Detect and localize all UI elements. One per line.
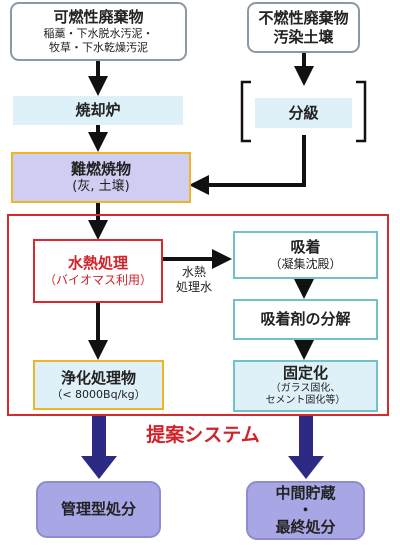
adsorption-box: 吸着 （凝集沈殿） (233, 231, 378, 279)
hydrothermal-title: 水熱処理 (67, 254, 128, 273)
solidification-line2: セメント固化等） (265, 395, 346, 407)
hydrothermal-sub: （バイオマス利用） (43, 272, 152, 287)
residue-title: 難燃焼物 (70, 160, 131, 178)
adsorbent-decomp-title: 吸着剤の分解 (260, 310, 351, 329)
combustible-waste-line1: 稲藁・下水脱水汚泥・ (43, 27, 154, 41)
adsorption-title: 吸着 (290, 238, 321, 257)
hydro-water-label: 水熱 処理水 (165, 265, 223, 295)
purified-sub: （< 8000Bq/kg） (51, 387, 146, 401)
combustible-waste-box: 可燃性廃棄物 稲藁・下水脱水汚泥・ 牧草・下水乾燥汚泥 (10, 2, 187, 61)
purified-title: 浄化処理物 (60, 368, 136, 387)
classification-box: 分級 (255, 98, 352, 128)
contaminated-soil-label: 汚染土壌 (273, 27, 334, 46)
interim-storage-line3: 最終処分 (275, 518, 336, 537)
hydro-water-line1: 水熱 (181, 265, 206, 279)
interim-storage-line2: ・ (297, 500, 313, 519)
combustible-waste-line2: 牧草・下水乾燥汚泥 (49, 40, 148, 54)
proposed-system-label: 提案システム (128, 424, 278, 448)
interim-storage-box: 中間貯蔵 ・ 最終処分 (246, 481, 365, 540)
navy-arrow-right (288, 416, 324, 479)
navy-arrow-left (81, 416, 117, 479)
managed-disposal-title: 管理型処分 (60, 500, 136, 519)
hydrothermal-box: 水熱処理 （バイオマス利用） (33, 239, 163, 303)
combustible-waste-title: 可燃性廃棄物 (53, 8, 144, 27)
arrow-classification-to-residue (189, 135, 306, 195)
residue-box: 難燃焼物 (灰, 土壌) (11, 152, 191, 203)
noncombustible-waste-title: 不燃性廃棄物 (258, 8, 349, 27)
noncombustible-waste-box: 不燃性廃棄物 汚染土壌 (247, 2, 360, 53)
incinerator-box: 焼却炉 (13, 96, 183, 125)
right-bracket (356, 80, 367, 143)
adsorption-sub: （凝集沈殿） (269, 256, 342, 271)
proposed-system-text: 提案システム (146, 424, 260, 446)
left-bracket (240, 80, 251, 143)
adsorbent-decomp-box: 吸着剤の分解 (233, 299, 378, 340)
residue-sub: (灰, 土壌) (72, 178, 130, 194)
purified-box: 浄化処理物 （< 8000Bq/kg） (33, 360, 164, 410)
incinerator-label: 焼却炉 (75, 101, 121, 120)
interim-storage-line1: 中間貯蔵 (275, 483, 336, 502)
classification-label: 分級 (288, 103, 319, 122)
hydro-water-line2: 処理水 (175, 280, 212, 294)
solidification-line1: （ガラス固化、 (270, 382, 341, 394)
solidification-title: 固定化 (282, 364, 328, 383)
proposed-system-frame (7, 214, 389, 416)
solidification-box: 固定化 （ガラス固化、 セメント固化等） (233, 360, 378, 412)
managed-disposal-box: 管理型処分 (36, 481, 161, 538)
